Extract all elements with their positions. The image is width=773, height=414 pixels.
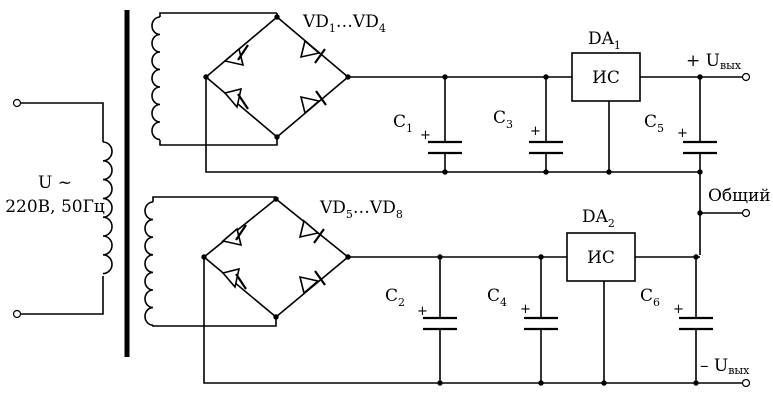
output-common-label: Общий [708, 186, 771, 206]
capacitor-c4-label: C4 [487, 286, 507, 309]
diode-vd8 [298, 270, 326, 295]
svg-text:+: + [417, 304, 428, 319]
regulator-da2 [566, 232, 636, 282]
input-spec-label: 220В, 50Гц [5, 197, 105, 217]
bridge-lower-label: VD5…VD8 [319, 198, 403, 221]
regulator-da1-label: DA1 [588, 29, 621, 52]
capacitor-c3-label: C3 [493, 108, 513, 131]
capacitor-c5-label: C5 [644, 112, 664, 135]
upper-negative-rail [205, 77, 700, 173]
capacitor-c6 [679, 257, 713, 383]
diode-bridge-upper [204, 15, 350, 139]
lower-negative-rail [203, 257, 742, 384]
capacitor-c2-label: C2 [385, 286, 405, 309]
input-terminal-bottom [12, 309, 22, 319]
regulator-da1-chip: ИС [592, 68, 620, 88]
capacitor-c2 [423, 257, 457, 383]
diode-vd4 [299, 90, 327, 115]
capacitor-c4 [524, 257, 558, 383]
secondary-winding-upper [151, 12, 278, 146]
diode-vd5 [221, 224, 247, 247]
diode-vd6 [298, 219, 325, 244]
regulator-da1 [571, 52, 641, 102]
capacitor-c1 [428, 77, 462, 172]
diode-vd7 [221, 267, 247, 290]
input-terminal-top [12, 98, 22, 108]
output-negative-terminal [741, 378, 751, 388]
capacitor-c3 [529, 77, 563, 172]
bridge-upper-label: VD1…VD4 [302, 12, 386, 35]
output-negative-label: – Uвых [700, 356, 750, 377]
svg-text:+: + [677, 126, 688, 141]
regulator-da2-label: DA2 [582, 207, 615, 230]
diode-vd3 [223, 87, 249, 110]
diode-vd1 [223, 44, 249, 67]
svg-text:+: + [420, 128, 431, 143]
output-positive-terminal [741, 72, 751, 82]
capacitor-c6-label: C6 [640, 286, 660, 309]
output-common-terminal [741, 208, 751, 218]
output-positive-label: + Uвых [686, 51, 742, 72]
diode-vd2 [299, 39, 326, 64]
svg-text:+: + [530, 124, 541, 139]
svg-text:+: + [520, 302, 531, 317]
capacitor-c5 [683, 77, 717, 172]
primary-winding [12, 98, 113, 319]
secondary-winding-lower [144, 196, 277, 327]
regulator-da2-chip: ИС [587, 248, 615, 268]
capacitor-c1-label: C1 [393, 112, 413, 135]
input-voltage-label: U ~ [38, 173, 72, 193]
svg-text:+: + [673, 302, 684, 317]
